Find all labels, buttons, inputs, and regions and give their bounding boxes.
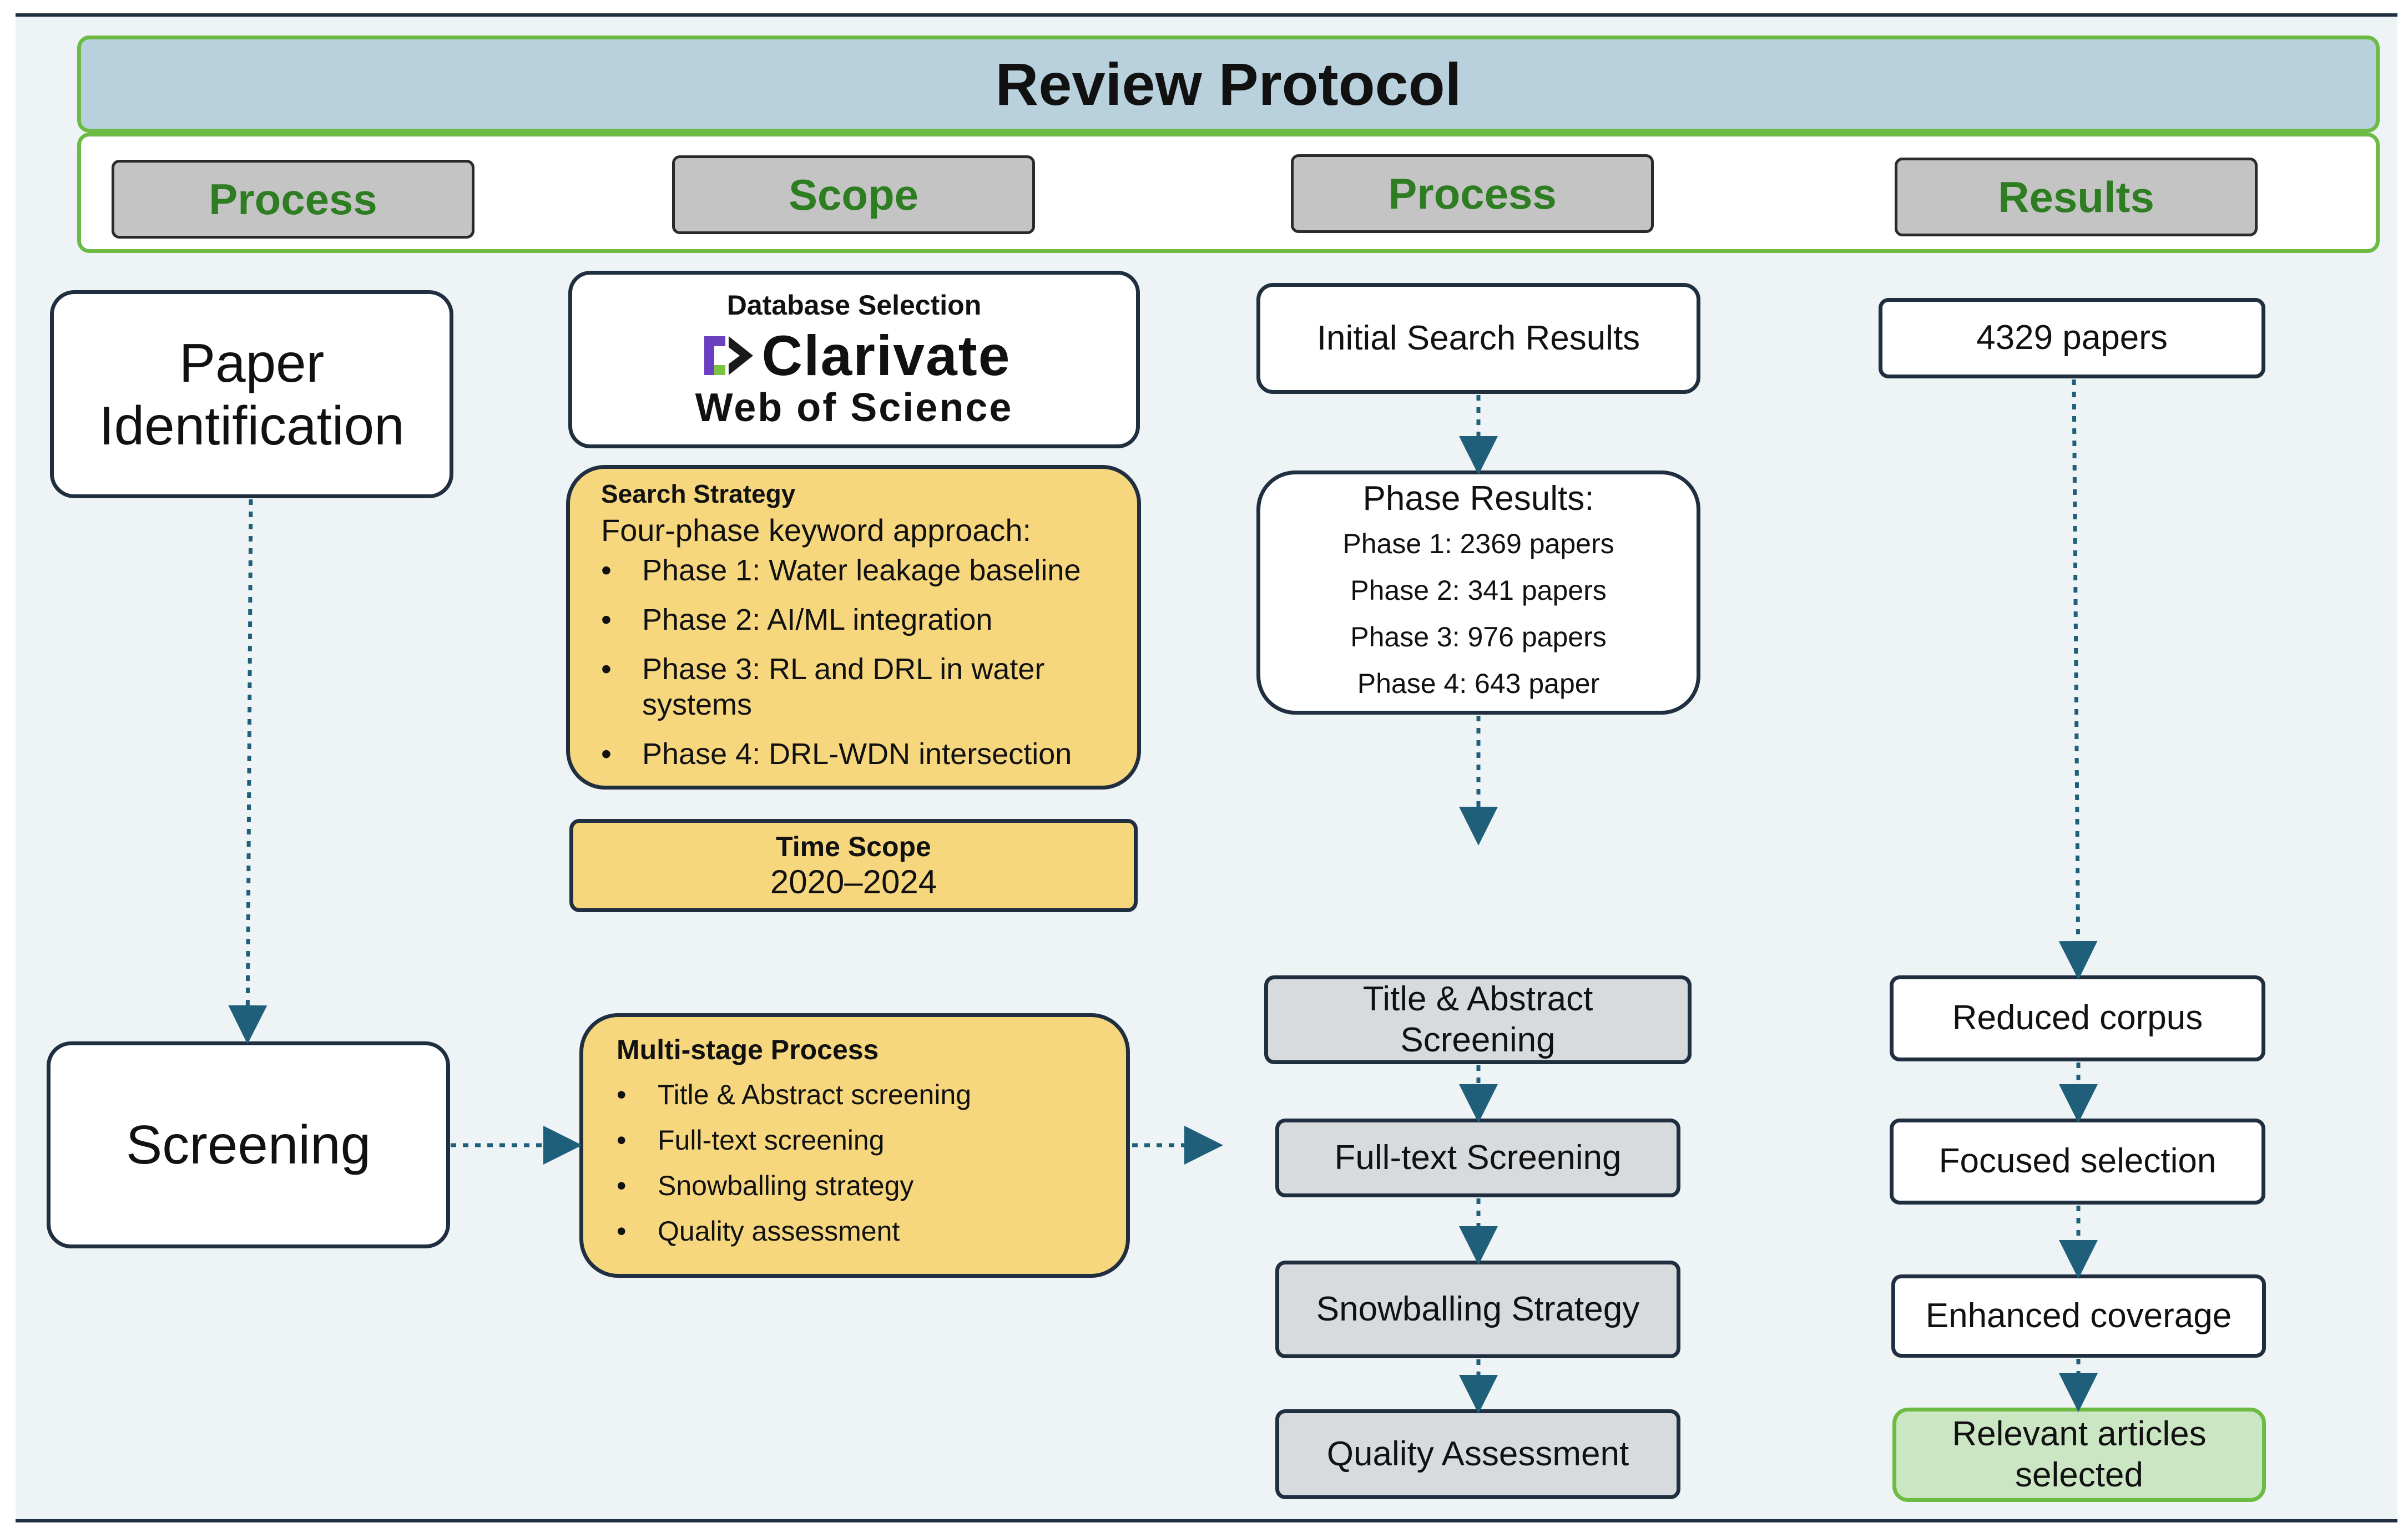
result-initial-papers: 4329 papers — [1879, 298, 2265, 378]
phase-results-box: Phase Results: Phase 1: 2369 papers Phas… — [1256, 470, 1700, 715]
multi-stage-list: Title & Abstract screening Full-text scr… — [617, 1078, 1095, 1248]
arrow-identification-to-screening — [228, 499, 267, 1044]
phase-result-item: Phase 4: 643 paper — [1357, 667, 1600, 699]
search-strategy-list: Phase 1: Water leakage baseline Phase 2:… — [601, 553, 1106, 772]
result-relevant-articles: Relevant articles selected — [1892, 1408, 2266, 1502]
multi-stage-item: Title & Abstract screening — [617, 1078, 1095, 1111]
multi-stage-item: Quality assessment — [617, 1215, 1095, 1248]
phase-results-list: Phase 1: 2369 papers Phase 2: 341 papers… — [1342, 520, 1614, 707]
screening-box: Screening — [47, 1041, 450, 1248]
multi-stage-panel: Multi-stage Process Title & Abstract scr… — [579, 1013, 1130, 1278]
diagram-title: Review Protocol — [995, 50, 1462, 118]
search-phase-item: Phase 3: RL and DRL in water systems — [601, 651, 1106, 724]
phase-result-item: Phase 1: 2369 papers — [1342, 528, 1614, 559]
arrow-papers-to-reduced — [2058, 379, 2098, 980]
search-phase-item: Phase 2: AI/ML integration — [601, 602, 1106, 638]
result-focused-selection: Focused selection — [1890, 1119, 2265, 1205]
search-phase-item: Phase 1: Water leakage baseline — [601, 553, 1106, 589]
multi-stage-item: Snowballing strategy — [617, 1169, 1095, 1202]
phase-result-item: Phase 2: 341 papers — [1350, 574, 1607, 606]
time-scope-box: Time Scope 2020–2024 — [569, 819, 1138, 912]
header-process-left: Process — [112, 160, 474, 239]
clarivate-mark-icon — [704, 336, 753, 375]
phase-results-title: Phase Results: — [1362, 479, 1594, 518]
multi-stage-item: Full-text screening — [617, 1124, 1095, 1157]
full-text-screening-step: Full-text Screening — [1275, 1119, 1680, 1197]
title-bar: Review Protocol — [77, 36, 2380, 133]
search-strategy-subtitle: Four-phase keyword approach: — [601, 513, 1032, 548]
header-process-right: Process — [1291, 154, 1654, 233]
title-abstract-screening-step: Title & Abstract Screening — [1264, 975, 1692, 1064]
clarivate-logo: Clarivate Web of Science — [695, 323, 1013, 431]
time-scope-value: 2020–2024 — [770, 863, 937, 900]
quality-assessment-step: Quality Assessment — [1275, 1409, 1680, 1499]
web-of-science-wordmark: Web of Science — [695, 385, 1013, 430]
header-scope: Scope — [672, 155, 1035, 234]
paper-identification-box: Paper Identification — [50, 290, 453, 498]
search-strategy-title: Search Strategy — [601, 479, 796, 508]
phase-result-item: Phase 3: 976 papers — [1350, 621, 1607, 652]
time-scope-title: Time Scope — [776, 831, 931, 862]
multi-stage-title: Multi-stage Process — [617, 1034, 879, 1065]
database-selection-label: Database Selection — [726, 289, 982, 321]
snowballing-strategy-step: Snowballing Strategy — [1275, 1261, 1680, 1358]
search-phase-item: Phase 4: DRL-WDN intersection — [601, 736, 1106, 772]
clarivate-wordmark: Clarivate — [761, 323, 1011, 387]
result-enhanced-coverage: Enhanced coverage — [1891, 1274, 2266, 1358]
initial-search-results-box: Initial Search Results — [1256, 283, 1700, 394]
search-strategy-panel: Search Strategy Four-phase keyword appro… — [566, 465, 1141, 790]
diagram-canvas — [16, 13, 2397, 1522]
database-selection-box: Database Selection Clarivate Web of Scie… — [568, 271, 1140, 448]
header-results: Results — [1895, 158, 2258, 236]
